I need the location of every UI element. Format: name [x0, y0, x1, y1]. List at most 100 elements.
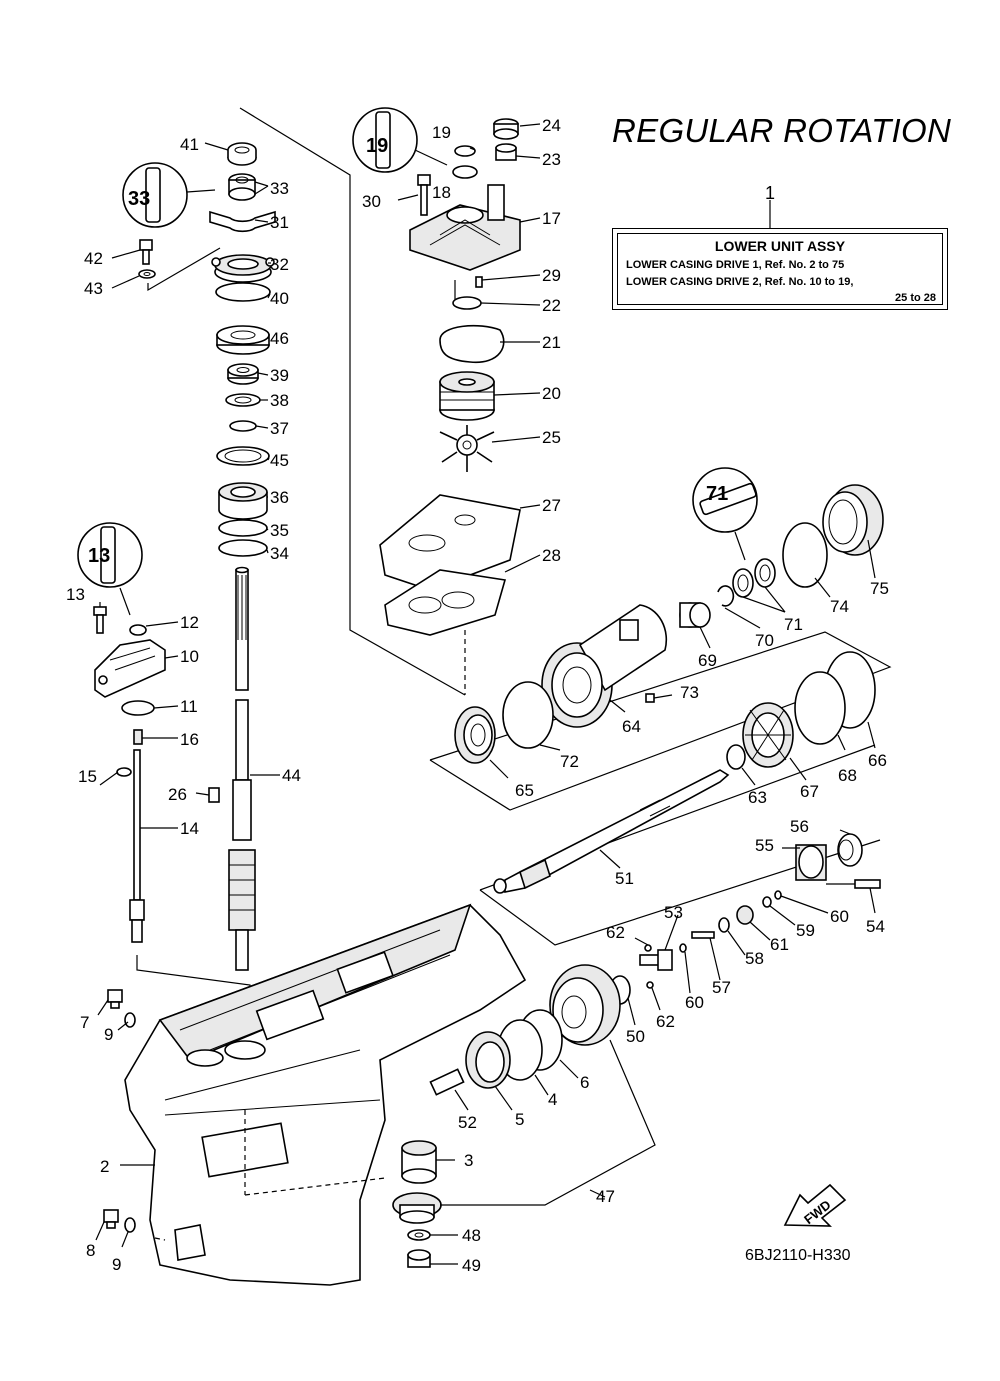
- callout-50: 50: [626, 1027, 645, 1046]
- callout-52: 52: [458, 1113, 477, 1132]
- part-54-pin: [854, 879, 881, 889]
- callout-69: 69: [698, 651, 717, 670]
- svg-text:19: 19: [366, 135, 388, 157]
- part-62-ball-upper: [644, 944, 652, 952]
- part-20-insert-cartridge: [439, 371, 495, 421]
- detail-circle-19: 19: [352, 107, 448, 173]
- diagram-code: 6BJ2110-H330: [745, 1247, 851, 1264]
- callout-8: 8: [86, 1241, 95, 1260]
- part-18-insert-cartridge: [452, 165, 478, 179]
- part-43-washer: [138, 269, 156, 279]
- part-17-water-pump-housing: [409, 184, 521, 271]
- part-5-taper-roller-bearing: [465, 1031, 511, 1089]
- callout-6: 6: [580, 1073, 589, 1092]
- part-57-pin: [691, 931, 715, 939]
- part-47-pinion: [392, 1192, 442, 1224]
- part-69-needle-bearing: [679, 602, 711, 628]
- callout-73: 73: [680, 683, 699, 702]
- part-37-shim: [229, 420, 257, 432]
- callout-40: 40: [270, 289, 289, 308]
- callout-75: 75: [870, 579, 889, 598]
- callout-18: 18: [432, 183, 451, 202]
- part-2-lower-casing: [124, 903, 527, 1286]
- callout-58: 58: [745, 949, 764, 968]
- part-39-nut: [227, 363, 259, 385]
- part-27-outer-plate-cartridge: [379, 494, 521, 591]
- callout-9-lower: 9: [112, 1255, 121, 1274]
- callout-72: 72: [560, 752, 579, 771]
- callout-60-upper: 60: [830, 907, 849, 926]
- callout-21: 21: [542, 333, 561, 352]
- part-72-o-ring: [502, 681, 554, 749]
- callout-43: 43: [84, 279, 103, 298]
- part-63-shim: [726, 744, 746, 770]
- callout-51: 51: [615, 869, 634, 888]
- part-44-drive-shaft: [228, 566, 256, 971]
- part-58-ring-lower: [718, 917, 730, 933]
- callout-46: 46: [270, 329, 289, 348]
- callout-45: 45: [270, 451, 289, 470]
- callout-62-lower: 62: [656, 1012, 675, 1031]
- callout-28: 28: [542, 546, 561, 565]
- part-52-bushing: [429, 1068, 465, 1096]
- callout-42: 42: [84, 249, 103, 268]
- part-49-nut: [407, 1249, 431, 1268]
- callout-70: 70: [755, 631, 774, 650]
- detail-circle-13: 13: [77, 522, 143, 616]
- callout-29: 29: [542, 266, 561, 285]
- part-70-circlip: [717, 585, 735, 607]
- part-21-gasket: [439, 324, 505, 363]
- part-22-o-ring: [452, 296, 482, 310]
- callout-5: 5: [515, 1110, 524, 1129]
- svg-text:13: 13: [88, 545, 110, 567]
- part-65-ball-bearing: [454, 706, 496, 764]
- callout-60-lower: 60: [685, 993, 704, 1012]
- part-62-ball-lower: [646, 981, 654, 989]
- callout-30: 30: [362, 192, 381, 211]
- callout-65: 65: [515, 781, 534, 800]
- part-38-washer: [225, 393, 261, 407]
- callout-13: 13: [66, 585, 85, 604]
- part-10-shift-rod-housing: [94, 639, 166, 698]
- part-11-o-ring: [121, 700, 155, 716]
- leader-lines: [95, 123, 876, 1265]
- part-73-key: [645, 693, 655, 703]
- part-9-gasket-upper: [124, 1012, 136, 1028]
- callout-44: 44: [282, 766, 301, 785]
- part-48-washer: [407, 1229, 431, 1241]
- callout-37: 37: [270, 419, 289, 438]
- callout-25: 25: [542, 428, 561, 447]
- callout-61: 61: [770, 935, 789, 954]
- part-29-dowel-pin: [475, 276, 483, 288]
- callout-23: 23: [542, 150, 561, 169]
- part-46-bearing-holder: [216, 325, 270, 355]
- part-3-needle-bearing: [401, 1140, 437, 1184]
- part-74-claw-washer: [782, 522, 828, 588]
- part-55-dog-clutch: [795, 844, 827, 881]
- callout-59: 59: [796, 921, 815, 940]
- callout-labels: 41 33 31 42 43 32 40 46 39 38 37 45 36 3…: [66, 116, 889, 1275]
- part-47-forward-gear: [549, 964, 621, 1046]
- part-15-clip: [116, 767, 132, 777]
- part-60-shim-lower: [679, 943, 687, 953]
- callout-15: 15: [78, 767, 97, 786]
- part-9-gasket-lower: [124, 1217, 136, 1233]
- callout-1: 1: [765, 183, 776, 203]
- part-28-gasket: [384, 569, 507, 636]
- callout-14: 14: [180, 819, 199, 838]
- callout-12: 12: [180, 613, 199, 632]
- part-33-oil-seals: [228, 173, 256, 201]
- part-64-bearing-housing: [541, 604, 668, 728]
- callout-35: 35: [270, 521, 289, 540]
- callout-2: 2: [100, 1157, 109, 1176]
- part-53-plunger: [639, 949, 673, 971]
- part-30-bolt: [417, 174, 431, 216]
- part-51-propeller-shaft: [493, 769, 730, 894]
- callout-9-upper: 9: [104, 1025, 113, 1044]
- assy-box-line-1: LOWER CASING DRIVE 1, Ref. No. 2 to 75: [626, 259, 845, 271]
- part-56-spring: [837, 833, 863, 867]
- callout-68: 68: [838, 766, 857, 785]
- detail-circle-71: 71: [692, 467, 758, 561]
- part-45-bearing-race: [216, 446, 270, 466]
